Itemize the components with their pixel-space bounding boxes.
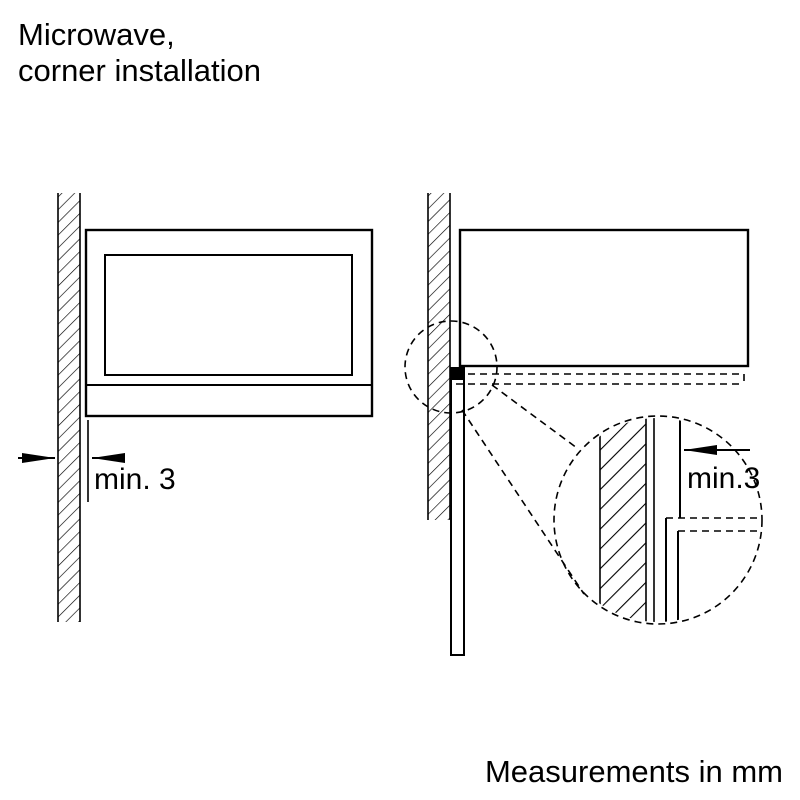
- detail-circle: [553, 415, 763, 625]
- microwave-side-outline: [458, 228, 750, 368]
- wall-hatch-front: [58, 193, 80, 622]
- detail-contents: [599, 418, 760, 622]
- panel-joint-block: [451, 368, 464, 380]
- microwave-front-outline: [84, 228, 374, 418]
- detail-callout: min.3: [553, 415, 763, 625]
- front-view: min. 3: [18, 193, 374, 622]
- microwave-door-window: [104, 254, 353, 376]
- wall-hatch-side: [428, 193, 450, 520]
- callout-connector-upper: [491, 384, 578, 449]
- gap-label-front: min. 3: [94, 463, 176, 496]
- detail-wall-hatch: [600, 418, 646, 622]
- page-title-line-1: Microwave,: [18, 17, 175, 52]
- page-title-line-2: corner installation: [18, 53, 261, 88]
- footer-note: Measurements in mm: [485, 754, 783, 789]
- side-view: [404, 193, 750, 656]
- gap-label-detail: min.3: [687, 462, 760, 495]
- callout-circle-small: [404, 320, 498, 414]
